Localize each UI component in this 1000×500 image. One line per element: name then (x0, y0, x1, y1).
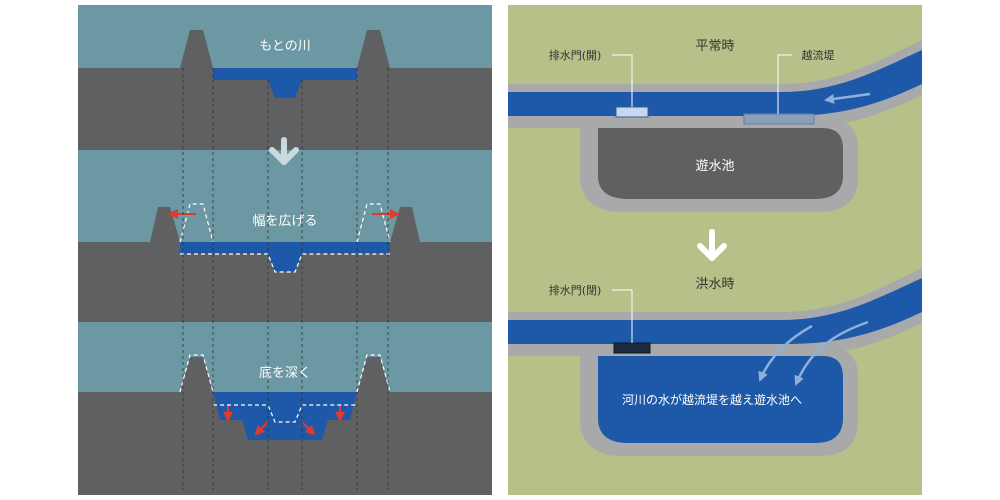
deepen-arrow-3 (301, 421, 316, 436)
down-arrow-icon-right (697, 229, 727, 261)
right-panel: 平常時 排水門(開) 越流堤 遊水池 洪水時 排水門(閉) 河川の水が越流堤 (508, 5, 922, 495)
river-channel-flood (508, 278, 922, 344)
left-panel: もとの川 幅を広げる 底を深く (78, 5, 492, 495)
guide-lines (182, 68, 389, 490)
basin-label-normal: 遊水池 (695, 159, 734, 174)
flood-caption: 河川の水が越流堤を越え遊水池へ (622, 392, 802, 407)
normal-title: 平常時 (695, 39, 734, 54)
step3-label: 底を深く (259, 365, 311, 381)
deepen-arrow-2 (254, 421, 269, 436)
drain-gate-closed (613, 342, 651, 354)
cross-section-deepened (78, 354, 492, 495)
river-water-original (213, 68, 357, 98)
overflow-levee-label: 越流堤 (802, 48, 835, 62)
flood-state (508, 268, 922, 456)
step1-label: もとの川 (259, 39, 311, 54)
gate-open-label: 排水門(開) (549, 48, 602, 62)
overflow-arrow-2 (794, 320, 869, 386)
flood-title: 洪水時 (695, 277, 734, 292)
normal-state (508, 40, 922, 212)
detention-basin-normal (598, 128, 843, 199)
river-water-deepened (213, 392, 357, 440)
flow-arrow-normal (824, 92, 871, 104)
cross-section-original (78, 30, 492, 150)
detention-basin-flood (598, 356, 843, 443)
step2-label: 幅を広げる (252, 214, 317, 229)
cross-section-widened (78, 203, 492, 322)
overflow-levee-normal (743, 113, 815, 125)
overflow-arrow-1 (758, 324, 813, 382)
drain-gate-open (615, 106, 649, 118)
gate-closed-label: 排水門(閉) (549, 283, 602, 297)
river-water-widened (180, 242, 390, 272)
river-channel-normal (508, 50, 922, 116)
